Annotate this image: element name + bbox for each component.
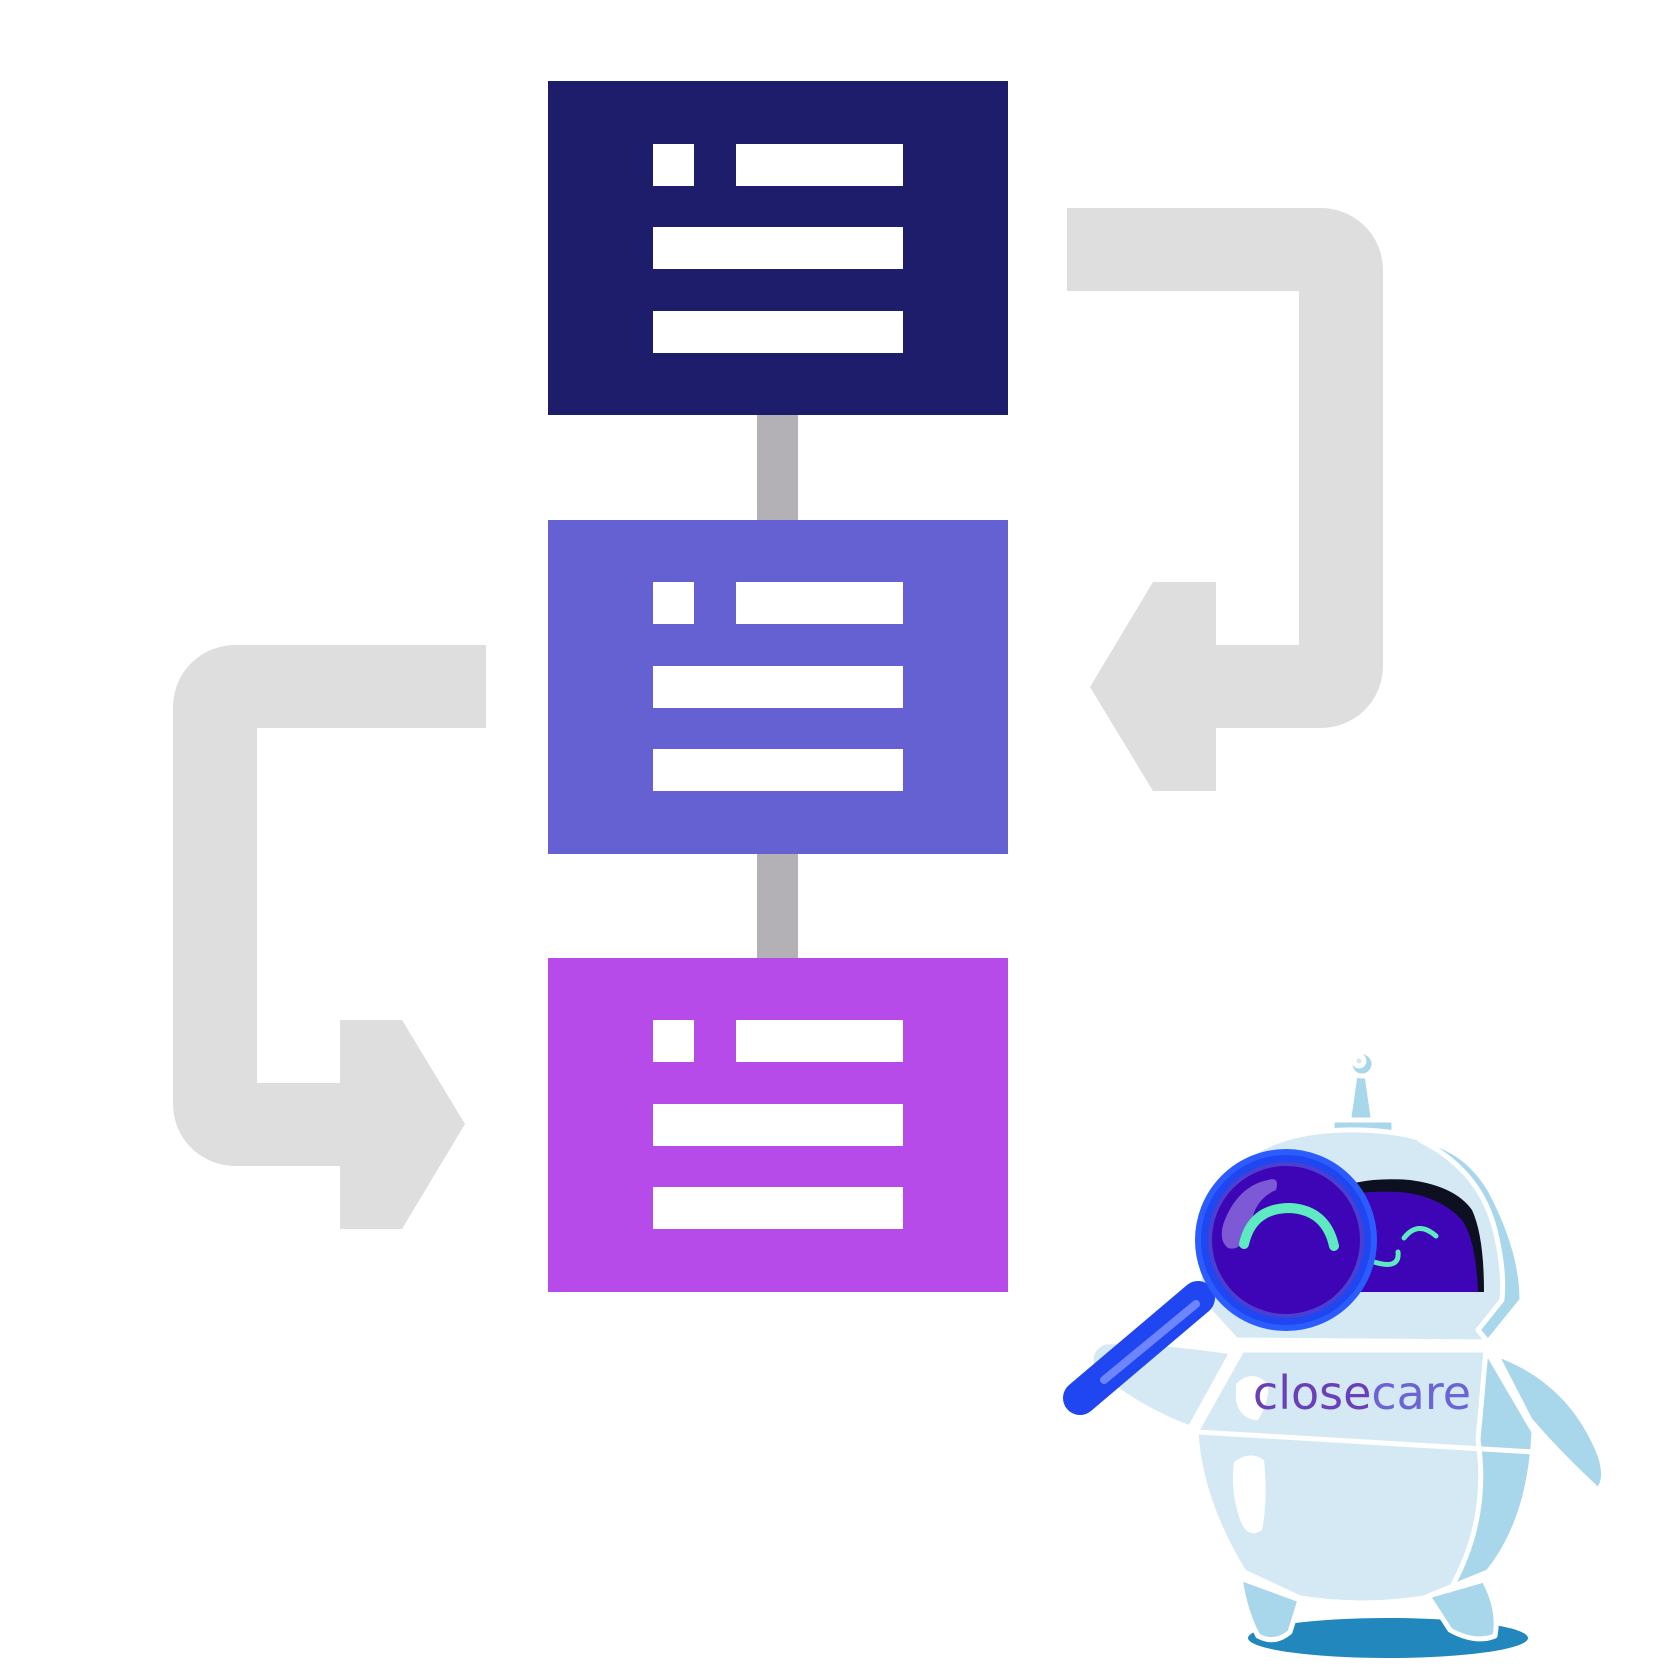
- document-list-icon: [653, 582, 903, 791]
- document-block-middle: [548, 520, 1008, 854]
- logo-care: care: [1371, 1366, 1471, 1420]
- left-return-arrow-icon: [173, 645, 486, 1229]
- connector-line: [757, 414, 798, 520]
- logo-text: closecare: [1253, 1366, 1471, 1420]
- robot-mascot-icon: closecare: [1063, 1049, 1606, 1658]
- document-list-icon: [653, 144, 903, 353]
- document-block-bottom: [548, 958, 1008, 1292]
- connector-line: [757, 852, 798, 958]
- right-return-arrow-icon: [1067, 208, 1383, 791]
- magnifying-glass-icon: [1063, 1149, 1377, 1415]
- document-block-top: [548, 81, 1008, 415]
- logo-close: close: [1253, 1366, 1371, 1420]
- document-list-icon: [653, 1020, 903, 1229]
